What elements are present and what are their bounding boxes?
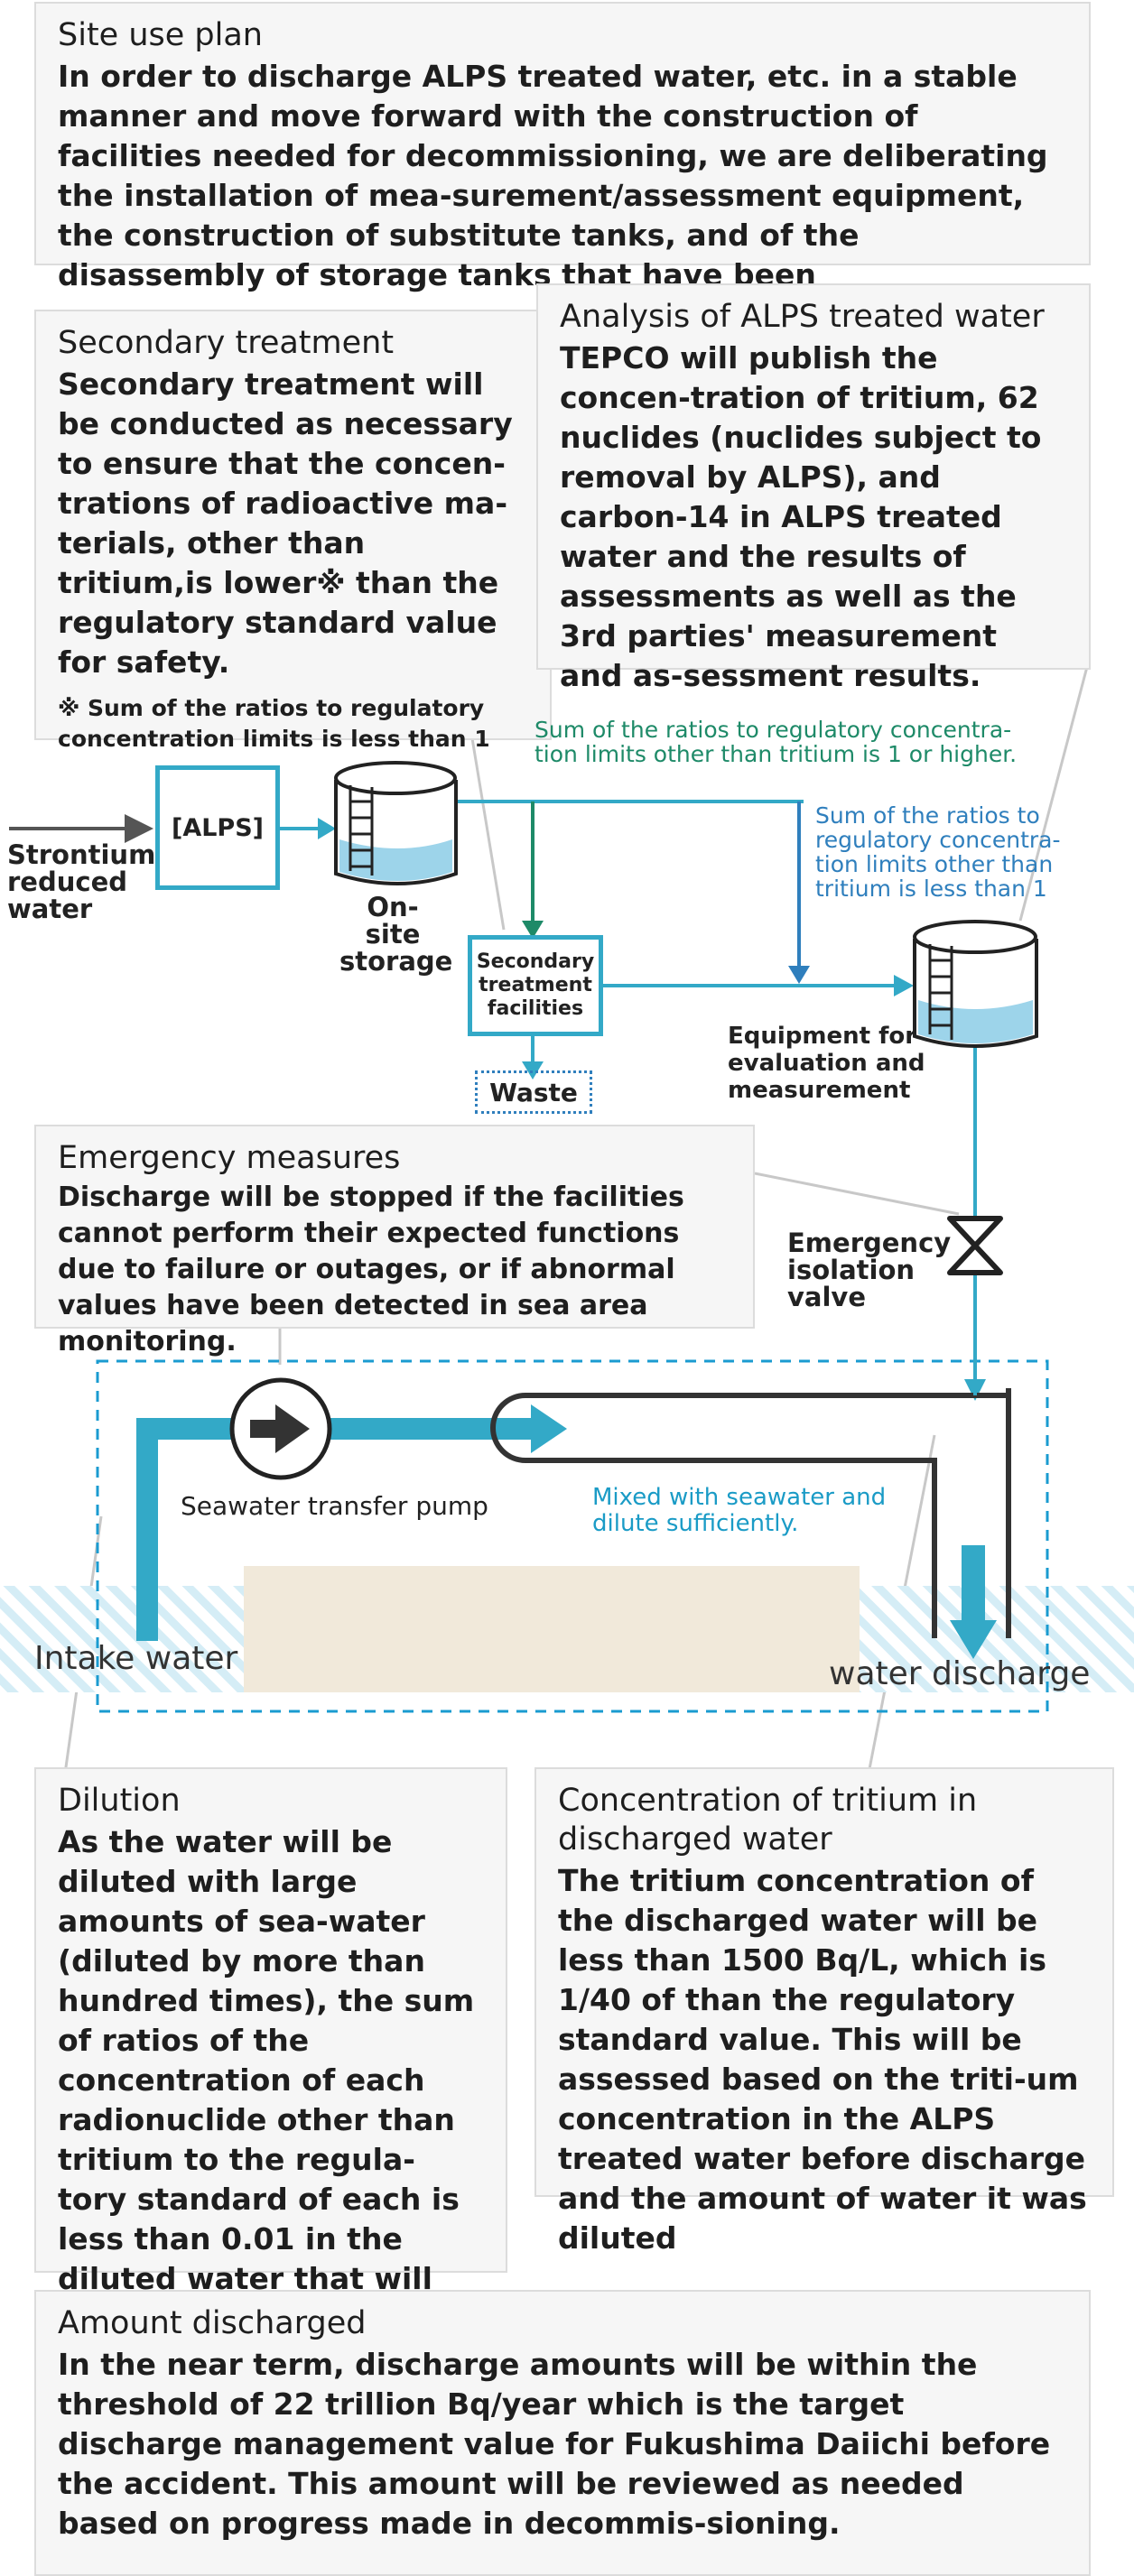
blue-branch-text: Sum of the ratios to regulatory concentr… xyxy=(815,802,1061,902)
analysis-body: TEPCO will publish the concen-tration of… xyxy=(560,340,1042,693)
waste-label: Waste xyxy=(489,1077,578,1107)
blue-branch-arrowhead xyxy=(788,966,810,984)
pump-label: Seawater transfer pump xyxy=(181,1491,488,1521)
emergency-measures-body: Discharge will be stopped if the facilit… xyxy=(58,1181,684,1357)
site-use-plan-title: Site use plan xyxy=(58,17,263,53)
water-discharge-text: water discharge xyxy=(829,1655,1091,1692)
discharge-arrow-shaft xyxy=(962,1545,985,1622)
green-branch-arrowhead xyxy=(522,921,544,939)
mixed-text: Mixed with seawater and dilute sufficien… xyxy=(592,1484,887,1537)
measurement-tank xyxy=(913,920,1038,1048)
water-discharge-label: water discharge xyxy=(829,1656,1090,1692)
strontium-label: Strontium reduced water xyxy=(7,841,155,922)
blue-branch-label: Sum of the ratios to regulatory concentr… xyxy=(815,803,1079,901)
analysis-title: Analysis of ALPS treated water xyxy=(560,299,1045,335)
waste-box: Waste xyxy=(475,1070,592,1114)
alps-label: [ALPS] xyxy=(171,813,264,842)
onsite-storage-label: On-site storage xyxy=(339,894,452,975)
dilution-loop xyxy=(490,1388,1011,1638)
alps-node: [ALPS] xyxy=(155,765,280,890)
emergency-measures-box: Emergency measures Discharge will be sto… xyxy=(34,1125,755,1357)
onsite-storage-text: On-site storage xyxy=(339,892,453,977)
secondary-treatment-body: Secondary treatment will be conducted as… xyxy=(58,366,513,680)
amount-discharged-body: In the near term, discharge amounts will… xyxy=(58,2347,1051,2541)
strontium-text: Strontium reduced water xyxy=(7,839,156,924)
intake-pipe-arrowhead xyxy=(531,1404,567,1453)
pump-text: Seawater transfer pump xyxy=(181,1491,488,1521)
tritium-concentration-body: The tritium concentration of the dischar… xyxy=(558,1863,1087,2256)
tritium-concentration-title: Concentration of tritium in discharged w… xyxy=(558,1783,978,1858)
discharge-facility-boundary xyxy=(96,1359,1049,1713)
onsite-storage-tank xyxy=(334,761,458,885)
site-use-plan-body: In order to discharge ALPS treated water… xyxy=(58,59,1048,292)
analysis-box: Analysis of ALPS treated water TEPCO wil… xyxy=(536,283,1091,693)
secondary-treatment-title: Secondary treatment xyxy=(58,325,395,361)
ground-area xyxy=(244,1566,860,1692)
amount-discharged-box: Amount discharged In the near term, disc… xyxy=(34,2290,1091,2576)
dilution-title: Dilution xyxy=(58,1783,181,1819)
equipment-text: Equipment for evaluation and measurement xyxy=(728,1023,925,1104)
secondary-treatment-box: Secondary treatment Secondary treatment … xyxy=(34,310,552,752)
intake-pipe xyxy=(136,1418,533,1641)
amount-discharged-title: Amount discharged xyxy=(58,2305,367,2341)
emergency-isolation-valve-icon xyxy=(947,1216,1003,1275)
green-branch-label: Sum of the ratios to regulatory concentr… xyxy=(534,718,1045,766)
discharge-arrowhead xyxy=(950,1620,997,1659)
intake-water-label: Intake water xyxy=(34,1641,237,1677)
valve-label: Emergency isolation valve xyxy=(787,1228,952,1312)
equipment-label: Equipment for evaluation and measurement xyxy=(728,1023,926,1104)
mixed-label: Mixed with seawater and dilute sufficien… xyxy=(592,1485,917,1537)
tritium-concentration-box: Concentration of tritium in discharged w… xyxy=(534,1767,1114,2256)
intake-water-text: Intake water xyxy=(34,1640,238,1677)
dilution-box: Dilution As the water will be diluted wi… xyxy=(34,1767,507,2336)
seawater-transfer-pump-icon xyxy=(229,1377,332,1480)
valve-text: Emergency isolation valve xyxy=(787,1228,952,1312)
secondary-treatment-facilities-label: Secondary treatment facilities xyxy=(476,950,595,1020)
dilution-body: As the water will be diluted with large … xyxy=(58,1824,475,2336)
secondary-treatment-facilities-node: Secondary treatment facilities xyxy=(468,935,603,1036)
emergency-measures-title: Emergency measures xyxy=(58,1140,401,1176)
site-use-plan-box: Site use plan In order to discharge ALPS… xyxy=(34,2,1091,292)
pipes xyxy=(280,800,977,1381)
secondary-treatment-note: ※ Sum of the ratios to regulatory concen… xyxy=(58,695,490,752)
green-branch-text: Sum of the ratios to regulatory concentr… xyxy=(534,717,1018,767)
